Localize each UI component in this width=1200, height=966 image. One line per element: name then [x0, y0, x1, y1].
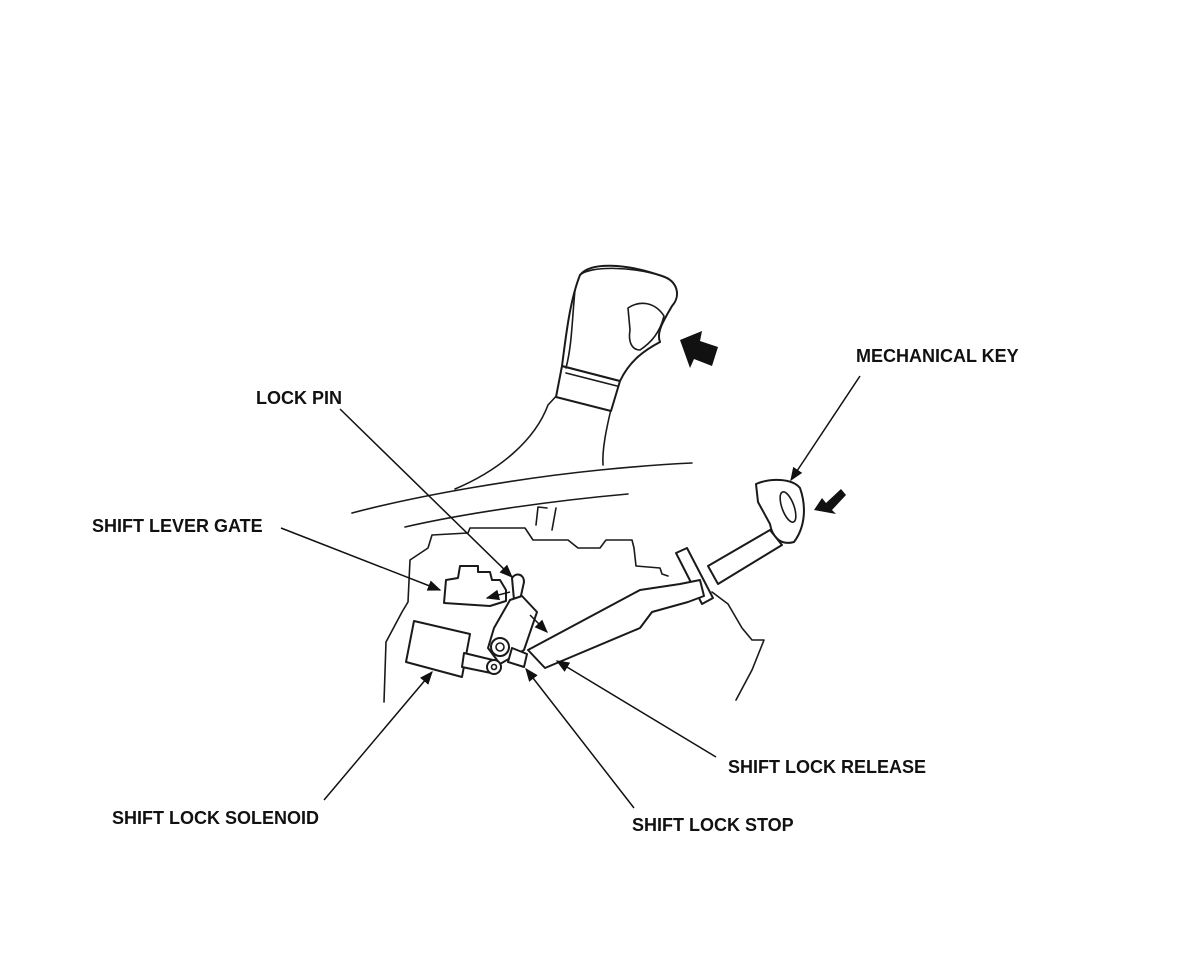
shift-lock-solenoid-part: [405, 620, 502, 678]
label-lock-pin: LOCK PIN: [256, 388, 343, 408]
pivot-arrow-icon: [485, 589, 511, 601]
leader-lock-pin: [339, 408, 513, 578]
shift-lever: [454, 264, 679, 531]
leader-shift-lever-gate: [280, 527, 442, 591]
shift-lever-gate-part: [443, 565, 507, 607]
console-housing: [351, 462, 765, 703]
label-shift-lock-solenoid: SHIFT LOCK SOLENOID: [112, 808, 319, 828]
label-shift-lock-stop: SHIFT LOCK STOP: [632, 815, 794, 835]
leader-shift-lock-release: [555, 660, 717, 758]
label-shift-lever-gate: SHIFT LEVER GATE: [92, 516, 263, 536]
push-arrow-icon: [680, 331, 718, 368]
leader-shift-lock-stop: [525, 667, 635, 809]
label-mechanical-key: MECHANICAL KEY: [856, 346, 1019, 366]
label-shift-lock-release: SHIFT LOCK RELEASE: [728, 757, 927, 777]
leader-shift-lock-solenoid: [323, 670, 433, 801]
mechanical-key-assembly: [527, 478, 805, 669]
leader-mechanical-key: [790, 375, 861, 482]
lock-stop-bracket: [487, 573, 538, 668]
insert-arrow-icon: [814, 489, 846, 514]
pivot-arrow-icon: [529, 614, 548, 633]
